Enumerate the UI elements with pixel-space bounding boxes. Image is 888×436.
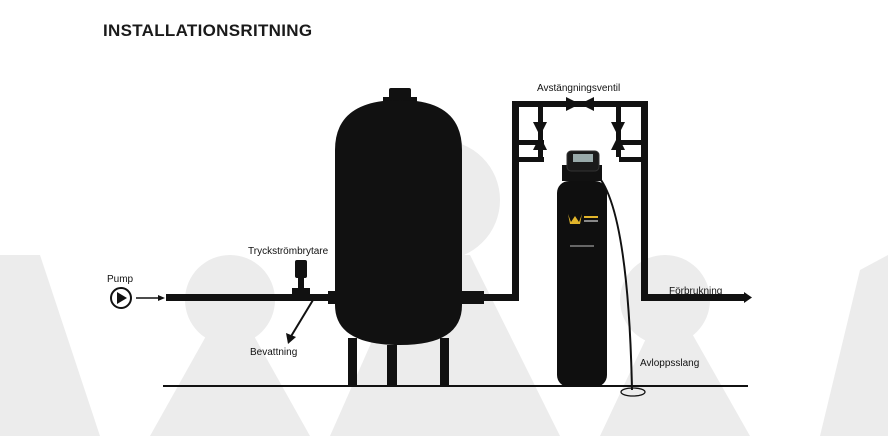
shutoff-valve-label: Avstängningsventil [537, 83, 620, 94]
pressure-switch [292, 260, 310, 300]
irrigation-branch [289, 299, 314, 339]
filter-unit [557, 150, 607, 387]
pump-label: Pump [107, 274, 134, 285]
tank-outlet-pipe [462, 294, 512, 301]
crown-logo-icon [568, 214, 598, 224]
drain-hose-label: Avloppsslang [640, 358, 699, 369]
page-title: INSTALLATIONSRITNING [103, 21, 313, 40]
irrigation-label: Bevattning [250, 347, 297, 358]
shutoff-valve-icon [533, 97, 625, 150]
pressure-tank [335, 88, 462, 386]
inlet-pipe [166, 294, 336, 301]
consumption-label: Förbrukning [669, 286, 722, 297]
pump-icon [110, 287, 132, 309]
pressure-switch-label: Tryckströmbrytare [248, 246, 329, 257]
drain-hose [593, 171, 633, 391]
